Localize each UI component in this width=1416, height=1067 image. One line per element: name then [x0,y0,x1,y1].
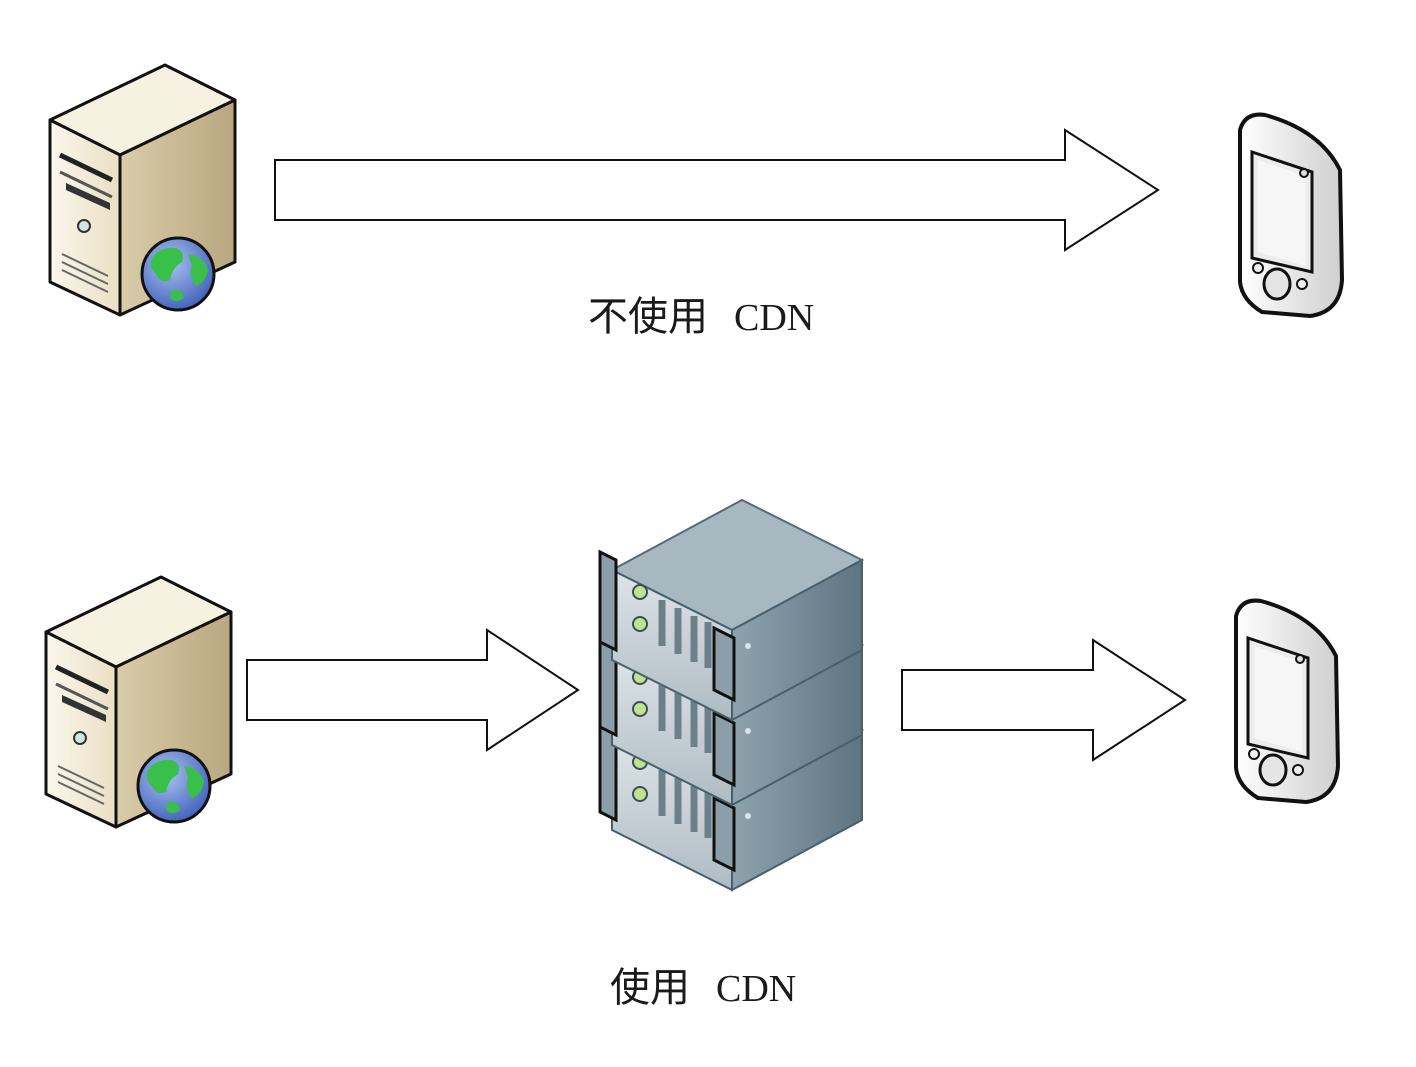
pda-client-icon [1238,112,1344,318]
arrow-origin-to-cdn [246,628,580,752]
pda-client-icon [1234,598,1340,804]
arrow-cdn-to-client [901,638,1187,762]
cdn-server-rack-icon [600,500,862,890]
web-server-icon [50,65,235,315]
caption-cdn: CDN [734,297,815,339]
caption-with-cdn: 使用 CDN [610,955,796,1013]
caption-prefix: 不使用 [588,294,708,340]
caption-prefix: 使用 [610,965,690,1011]
caption-without-cdn: 不使用 CDN [588,284,814,342]
web-server-icon [46,577,231,827]
arrow-direct [274,128,1160,252]
caption-cdn: CDN [716,968,797,1010]
